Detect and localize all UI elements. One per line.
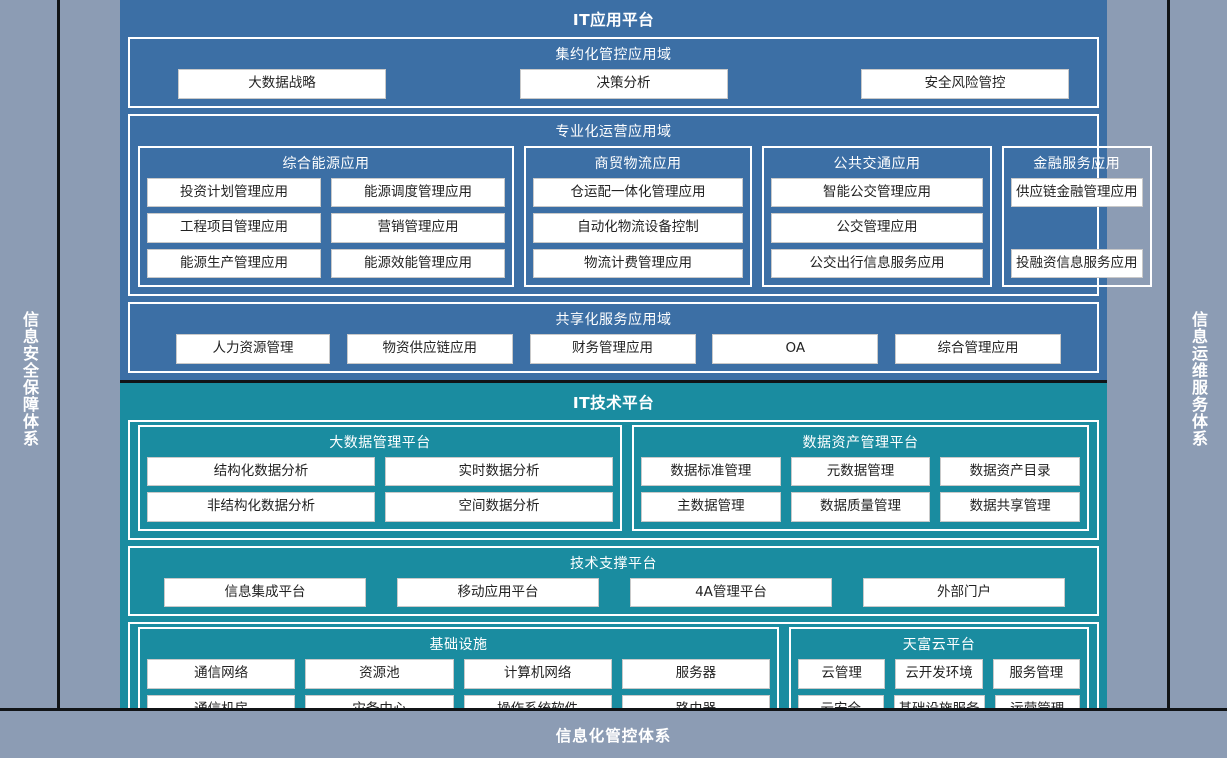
box-resource-pool[interactable]: 资源池 xyxy=(305,659,454,689)
box-comprehensive-management[interactable]: 综合管理应用 xyxy=(895,334,1061,364)
domain-intensive-management-items: 大数据战略 决策分析 安全风险管控 xyxy=(138,69,1089,99)
box-unstructured-data-analysis[interactable]: 非结构化数据分析 xyxy=(147,492,375,522)
box-smart-bus-management[interactable]: 智能公交管理应用 xyxy=(771,177,983,207)
domain-infrastructure-cloud: 基础设施 通信网络 资源池 计算机网络 服务器 通信机房 灾备中心 xyxy=(128,622,1099,711)
domain-shared-services: 共享化服务应用域 人力资源管理 物资供应链应用 财务管理应用 OA 综合管理应用 xyxy=(128,302,1099,373)
it-technology-platform-title: IT技术平台 xyxy=(572,393,655,412)
group-data-asset-management-platform-title: 数据资产管理平台 xyxy=(802,434,919,451)
box-operating-system-software[interactable]: 操作系统软件 xyxy=(463,694,612,711)
domain-professional-operations-title: 专业化运营应用域 xyxy=(555,123,672,140)
bottom-bar-informatization-governance: 信息化管控体系 xyxy=(0,708,1227,758)
core-stack: IT应用平台 集约化管控应用域 大数据战略 决策分析 安全风险管控 专业化运营应… xyxy=(60,0,1167,711)
box-4a-management-platform[interactable]: 4A管理平台 xyxy=(630,577,832,607)
box-automated-logistics-equipment-control[interactable]: 自动化物流设备控制 xyxy=(533,213,743,243)
box-bus-travel-information-service[interactable]: 公交出行信息服务应用 xyxy=(771,248,983,278)
professional-groups: 综合能源应用 投资计划管理应用 能源调度管理应用 工程项目管理应用 营销管理应用 xyxy=(138,145,1152,287)
domain-professional-operations: 专业化运营应用域 综合能源应用 投资计划管理应用 能源调度管理应用 工程项目管理… xyxy=(128,113,1152,296)
domain-technical-support-platform-title: 技术支撑平台 xyxy=(570,555,657,572)
box-data-asset-catalog[interactable]: 数据资产目录 xyxy=(940,456,1081,486)
box-communication-room[interactable]: 通信机房 xyxy=(147,694,296,711)
box-cloud-security[interactable]: 云安全 xyxy=(798,694,884,711)
box-cloud-development-environment[interactable]: 云开发环境 xyxy=(895,659,983,689)
group-public-transport: 公共交通应用 智能公交管理应用 公交管理应用 公交出行信息服务应用 xyxy=(762,145,992,287)
domain-intensive-management: 集约化管控应用域 大数据战略 决策分析 安全风险管控 xyxy=(128,37,1099,108)
box-energy-production-management[interactable]: 能源生产管理应用 xyxy=(147,248,321,278)
box-computer-network[interactable]: 计算机网络 xyxy=(463,659,612,689)
domain-technical-support-platform: 技术支撑平台 信息集成平台 移动应用平台 4A管理平台 外部门户 xyxy=(128,545,1099,616)
sidebar-left-security-system: 信息安全保障体系 xyxy=(0,0,58,758)
group-financial-services: 金融服务应用 供应链金融管理应用 投融资信息服务应用 xyxy=(1002,145,1152,287)
box-master-data-management[interactable]: 主数据管理 xyxy=(641,492,781,522)
box-big-data-strategy[interactable]: 大数据战略 xyxy=(178,69,386,99)
box-cloud-management[interactable]: 云管理 xyxy=(798,659,886,689)
group-integrated-energy-title: 综合能源应用 xyxy=(282,155,370,172)
domain-shared-services-items: 人力资源管理 物资供应链应用 财务管理应用 OA 综合管理应用 xyxy=(138,334,1089,364)
box-information-integration-platform[interactable]: 信息集成平台 xyxy=(164,577,366,607)
box-communication-network[interactable]: 通信网络 xyxy=(147,659,296,689)
group-trade-logistics: 商贸物流应用 仓运配一体化管理应用 自动化物流设备控制 物流计费管理应用 xyxy=(524,145,752,287)
it-technology-platform: IT技术平台 大数据管理平台 结构化数据分析 实时数据分析 非结构化数据分析 xyxy=(120,379,1107,711)
box-security-risk-control[interactable]: 安全风险管控 xyxy=(861,69,1069,99)
box-investment-financing-information-service[interactable]: 投融资信息服务应用 xyxy=(1011,248,1143,278)
box-oa[interactable]: OA xyxy=(712,334,879,364)
box-infrastructure-service[interactable]: 基础设施服务 xyxy=(893,694,985,711)
group-infrastructure: 基础设施 通信网络 资源池 计算机网络 服务器 通信机房 灾备中心 xyxy=(138,627,779,711)
box-logistics-billing-management[interactable]: 物流计费管理应用 xyxy=(533,248,743,278)
box-router[interactable]: 路由器 xyxy=(621,694,770,711)
group-tianfu-cloud-platform-title: 天富云平台 xyxy=(902,637,976,653)
box-realtime-data-analysis[interactable]: 实时数据分析 xyxy=(385,456,613,486)
box-data-sharing-management[interactable]: 数据共享管理 xyxy=(940,492,1081,522)
box-human-resource-management[interactable]: 人力资源管理 xyxy=(176,334,330,364)
group-tianfu-cloud-platform: 天富云平台 云管理 云开发环境 服务管理 云安全 基础设施服务 运营管理 xyxy=(789,627,1089,711)
data-platform-groups: 大数据管理平台 结构化数据分析 实时数据分析 非结构化数据分析 空间数据分析 xyxy=(138,424,1089,531)
domain-intensive-management-title: 集约化管控应用域 xyxy=(555,47,672,63)
box-data-quality-management[interactable]: 数据质量管理 xyxy=(790,492,931,522)
box-server[interactable]: 服务器 xyxy=(621,659,770,689)
box-marketing-management[interactable]: 营销管理应用 xyxy=(331,213,505,243)
box-mobile-application-platform[interactable]: 移动应用平台 xyxy=(397,577,599,607)
domain-shared-services-title: 共享化服务应用域 xyxy=(555,312,672,328)
box-energy-dispatch-management[interactable]: 能源调度管理应用 xyxy=(331,177,505,207)
box-metadata-management[interactable]: 元数据管理 xyxy=(790,456,931,486)
domain-data-platforms: 大数据管理平台 结构化数据分析 实时数据分析 非结构化数据分析 空间数据分析 xyxy=(128,419,1099,540)
box-data-standard-management[interactable]: 数据标准管理 xyxy=(641,456,781,486)
divider-left xyxy=(57,0,60,758)
box-integrated-warehouse-transport[interactable]: 仓运配一体化管理应用 xyxy=(533,177,743,207)
box-structured-data-analysis[interactable]: 结构化数据分析 xyxy=(147,456,375,486)
group-infrastructure-title: 基础设施 xyxy=(429,637,488,653)
it-application-platform-title: IT应用平台 xyxy=(572,11,655,29)
box-external-portal[interactable]: 外部门户 xyxy=(863,577,1065,607)
group-trade-logistics-title: 商贸物流应用 xyxy=(594,155,682,172)
box-material-supply-chain[interactable]: 物资供应链应用 xyxy=(346,334,513,364)
group-big-data-management-platform-title: 大数据管理平台 xyxy=(329,434,431,451)
box-supply-chain-finance-management[interactable]: 供应链金融管理应用 xyxy=(1011,177,1143,207)
group-financial-services-title: 金融服务应用 xyxy=(1033,155,1121,172)
box-investment-plan-management[interactable]: 投资计划管理应用 xyxy=(147,177,321,207)
domain-technical-support-platform-items: 信息集成平台 移动应用平台 4A管理平台 外部门户 xyxy=(138,577,1089,607)
box-engineering-project-management[interactable]: 工程项目管理应用 xyxy=(147,213,321,243)
box-service-management[interactable]: 服务管理 xyxy=(992,659,1080,689)
divider-right xyxy=(1167,0,1170,758)
group-data-asset-management-platform: 数据资产管理平台 数据标准管理 元数据管理 数据资产目录 主数据管理 数据质量管… xyxy=(632,424,1089,531)
box-energy-efficiency-management[interactable]: 能源效能管理应用 xyxy=(331,248,505,278)
sidebar-right-ops-service-system: 信息运维服务体系 xyxy=(1169,0,1227,758)
infrastructure-cloud-groups: 基础设施 通信网络 资源池 计算机网络 服务器 通信机房 灾备中心 xyxy=(138,627,1089,711)
group-public-transport-title: 公共交通应用 xyxy=(833,155,921,172)
box-decision-analysis[interactable]: 决策分析 xyxy=(519,69,728,99)
group-big-data-management-platform: 大数据管理平台 结构化数据分析 实时数据分析 非结构化数据分析 空间数据分析 xyxy=(138,424,622,531)
box-spatial-data-analysis[interactable]: 空间数据分析 xyxy=(385,492,613,522)
box-operation-management[interactable]: 运营管理 xyxy=(994,694,1080,711)
box-financial-management[interactable]: 财务管理应用 xyxy=(529,334,696,364)
it-application-platform: IT应用平台 集约化管控应用域 大数据战略 决策分析 安全风险管控 专业化运营应… xyxy=(120,0,1152,380)
box-disaster-recovery-center[interactable]: 灾备中心 xyxy=(305,694,454,711)
box-bus-management[interactable]: 公交管理应用 xyxy=(771,213,983,243)
group-integrated-energy: 综合能源应用 投资计划管理应用 能源调度管理应用 工程项目管理应用 营销管理应用 xyxy=(138,145,514,287)
